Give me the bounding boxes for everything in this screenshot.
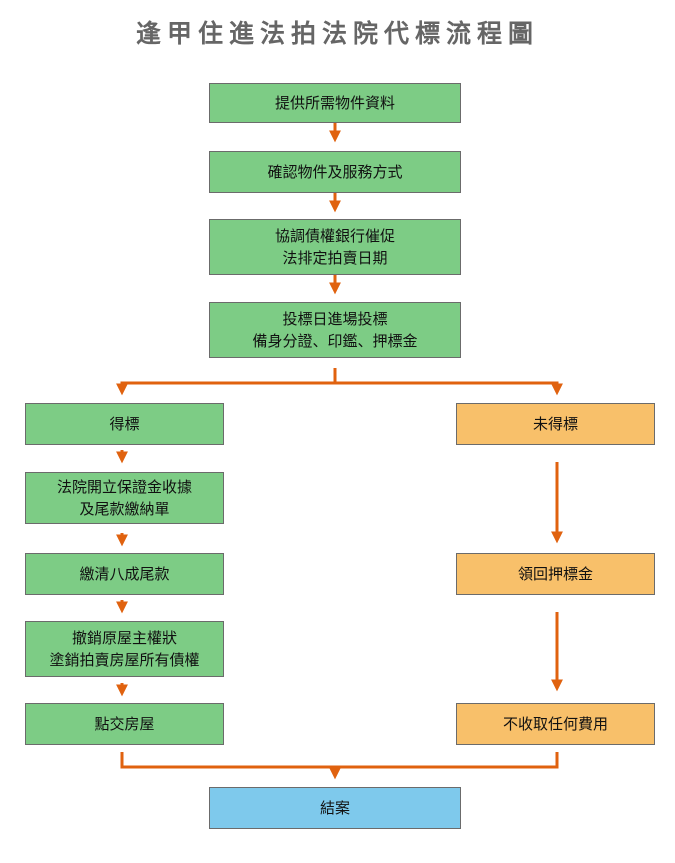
step-pay-balance: 繳清八成尾款	[25, 553, 224, 595]
split-right	[335, 381, 563, 396]
step-won-bid: 得標	[25, 403, 224, 445]
step-provide-info: 提供所需物件資料	[209, 83, 461, 123]
step-coordinate-bank: 協調債權銀行催促 法排定拍賣日期	[209, 219, 461, 275]
step-no-fee: 不收取任何費用	[456, 703, 655, 745]
step-refund-deposit: 領回押標金	[456, 553, 655, 595]
step-handover: 點交房屋	[25, 703, 224, 745]
step-bidding-day: 投標日進場投標 備身分證、印鑑、押標金	[209, 302, 461, 358]
merge-line	[120, 752, 559, 769]
step-case-closed: 結案	[209, 787, 461, 829]
split-left	[116, 381, 335, 396]
page-title: 逢甲住進法拍法院代標流程圖	[135, 19, 539, 48]
step-cancel-title: 撤銷原屋主權狀 塗銷拍賣房屋所有債權	[25, 621, 224, 677]
step-court-receipt: 法院開立保證金收據 及尾款繳納單	[25, 472, 224, 524]
step-confirm-service: 確認物件及服務方式	[209, 151, 461, 193]
step-not-won: 未得標	[456, 403, 655, 445]
